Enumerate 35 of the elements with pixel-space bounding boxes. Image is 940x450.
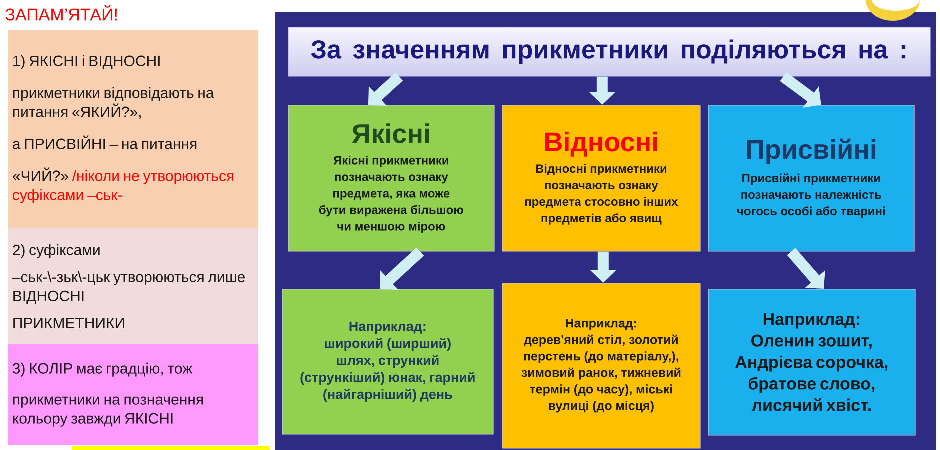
example-text: Оленин зошит, Андрієва сорочка, братове слово, лисячий хвіст.: [736, 334, 888, 412]
note-text: 2) суфіксами: [13, 244, 100, 258]
example-text: дерев'яний стіл, золотий перстень (до матеріалу,), зимовий ранок, тижневий термін (до часу), міські вулиці (до місця): [522, 334, 681, 413]
note-text: «ЧИЙ?» /ніколи не утворюються суфіксами –ськ-: [13, 168, 234, 204]
note-box: [8, 228, 258, 344]
arrow: [380, 248, 424, 290]
note-text: 1) ЯКІСНІ і ВІДНОСНІ: [14, 55, 160, 70]
category-box: [502, 105, 701, 252]
description: Відносні прикметники позначають ознаку предмета стосовно інших предметів або явищ: [525, 164, 678, 225]
heading: Присвійні: [747, 138, 876, 165]
category-box: [288, 105, 495, 252]
category-box: [708, 105, 915, 252]
note-text: –ськ-\-зьк\-цьк утворюються лише ВІДНОСНІ: [12, 271, 245, 304]
example-heading: Наприклад:: [350, 322, 426, 334]
note-box: [8, 30, 258, 228]
note-text: а ПРИСВІЙНІ – на питання: [13, 136, 197, 150]
example-heading: Наприклад:: [566, 319, 636, 330]
example-box: [708, 289, 916, 436]
title-text: За значенням прикметники поділяються на :: [311, 40, 906, 64]
arrow: [368, 72, 404, 106]
arrow: [787, 248, 826, 289]
example-heading: Наприклад:: [764, 313, 860, 329]
title-box: [288, 27, 931, 77]
heading: Відносні: [546, 132, 658, 157]
example-text: широкий (ширший) шлях, стрункий (стрункіший) юнак, гарний (найгарніший) день: [300, 338, 475, 402]
note-box: [8, 344, 258, 446]
example-box: [282, 289, 494, 435]
description: Якісні прикметники позначають ознаку предмета, яка може бути виражена більшою чи меншою мірою: [319, 156, 464, 234]
heading: Якісні: [352, 124, 430, 144]
description: Присвійні прикметники позначають належність чогось особі або тварині: [738, 174, 885, 218]
note-text: прикметники на позначення кольору завжди ЯКІСНІ: [13, 396, 204, 427]
note-text: ПРИКМЕТНИКИ: [14, 318, 124, 328]
note-text: прикметники відповідають на питання «ЯКИЙ?»,: [13, 87, 214, 120]
example-box: [502, 283, 701, 449]
note-text: 3) КОЛІР має градцію, тож: [12, 362, 193, 377]
